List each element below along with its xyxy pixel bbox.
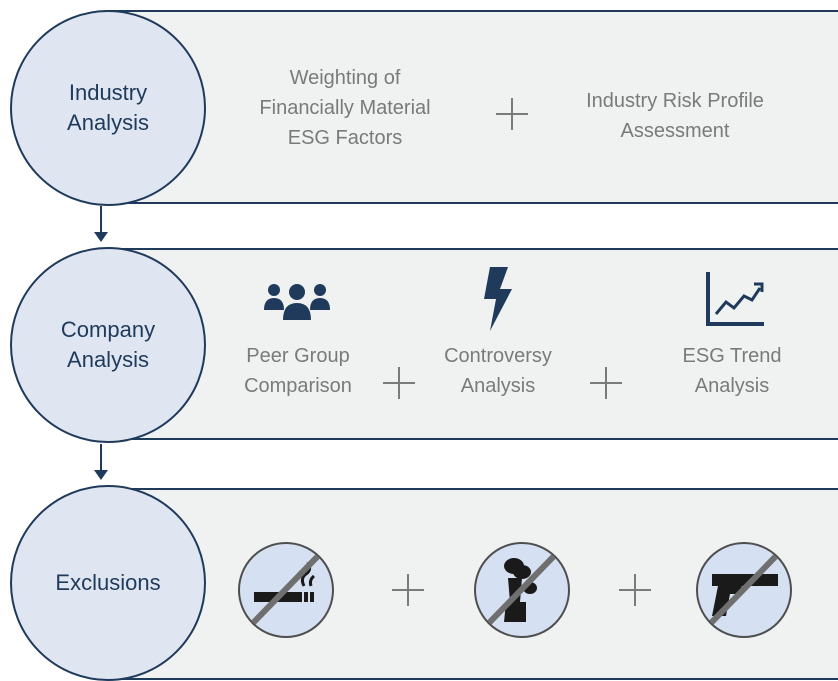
people-group-icon [264,284,330,320]
plus-icon [619,574,651,606]
controversy-text: Controversy Analysis [444,345,552,397]
plus-icon [383,367,415,399]
plus-icon [590,367,622,399]
weighting-factors-text: Weighting of Financially Material ESG Fa… [259,67,431,149]
exclusions-title: Exclusions [55,570,161,595]
no-firearms-icon [696,542,792,638]
industry-analysis-title: Industry Analysis [67,80,149,135]
no-tobacco-icon [238,542,334,638]
lightning-bolt-icon [484,267,512,331]
plus-icon [392,574,424,606]
industry-risk-text: Industry Risk Profile Assessment [586,90,764,142]
company-analysis-title: Company Analysis [60,317,156,372]
down-arrow-icon [94,444,108,480]
down-arrow-icon [94,206,108,242]
industry-analysis-band [90,10,838,204]
plus-icon [496,98,528,130]
esg-trend-text: ESG Trend Analysis [682,345,782,397]
company-analysis-band [90,248,838,440]
company-analysis-circle: Company Analysis [10,247,206,443]
industry-analysis-circle: Industry Analysis [10,10,206,206]
trend-chart-icon [706,272,764,326]
exclusions-circle: Exclusions [10,485,206,681]
peer-group-text: Peer Group Comparison [244,345,352,397]
no-nuclear-icon [474,542,570,638]
